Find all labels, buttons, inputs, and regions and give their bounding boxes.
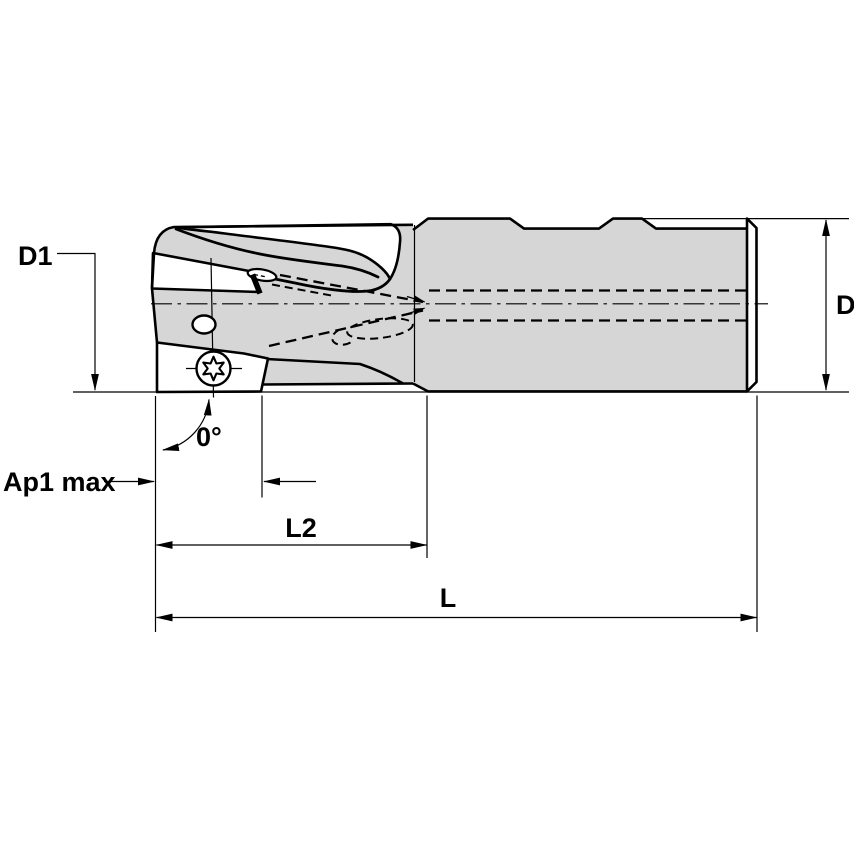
coolant-exit-hole <box>191 314 217 335</box>
flute-face <box>174 222 402 281</box>
upper-insert <box>246 267 278 295</box>
torx-star-socket <box>202 355 225 382</box>
coolant-apex-arrow-lower <box>406 307 426 315</box>
upper-washer-slot <box>253 273 268 278</box>
dimension-d: D <box>822 219 854 391</box>
upper-insert-edge-bar <box>249 273 263 295</box>
coolant-channels <box>268 273 749 348</box>
dimension-l: L <box>155 395 758 632</box>
coolant-branch-upper <box>279 273 424 304</box>
coolant-branch-mid <box>271 283 335 297</box>
label-ap1-max: Ap1 max <box>3 467 116 497</box>
label-angle: 0° <box>196 422 222 452</box>
shank-top-profile <box>412 217 747 232</box>
head-top-edge <box>150 223 414 289</box>
dimension-l2: L2 <box>154 395 428 632</box>
dimension-lines: D1 D Ap1 max 0° L2 L <box>3 218 854 632</box>
angle-arc <box>162 398 212 452</box>
front-insert <box>155 257 270 398</box>
dimension-d1: D1 <box>18 241 99 391</box>
coolant-apex-arrow-upper <box>406 295 426 303</box>
label-d: D <box>836 290 854 320</box>
shank-fill <box>413 218 747 392</box>
hidden-hole-arc <box>331 329 351 346</box>
label-d1: D1 <box>18 241 53 271</box>
flute-edge-inner <box>174 227 380 279</box>
neck-bottom-edge <box>261 382 414 386</box>
dimension-ap1-max: Ap1 max <box>3 395 316 498</box>
label-l: L <box>440 583 457 613</box>
shank-end-chamfer <box>745 217 758 393</box>
head-front-face <box>150 288 159 343</box>
coolant-branch-lower <box>268 309 424 348</box>
dimension-lead-angle: 0° <box>162 398 222 452</box>
flute-shoulder-edge <box>266 357 404 385</box>
hidden-coolant-exit-hole <box>346 317 414 340</box>
label-l2: L2 <box>285 513 317 543</box>
